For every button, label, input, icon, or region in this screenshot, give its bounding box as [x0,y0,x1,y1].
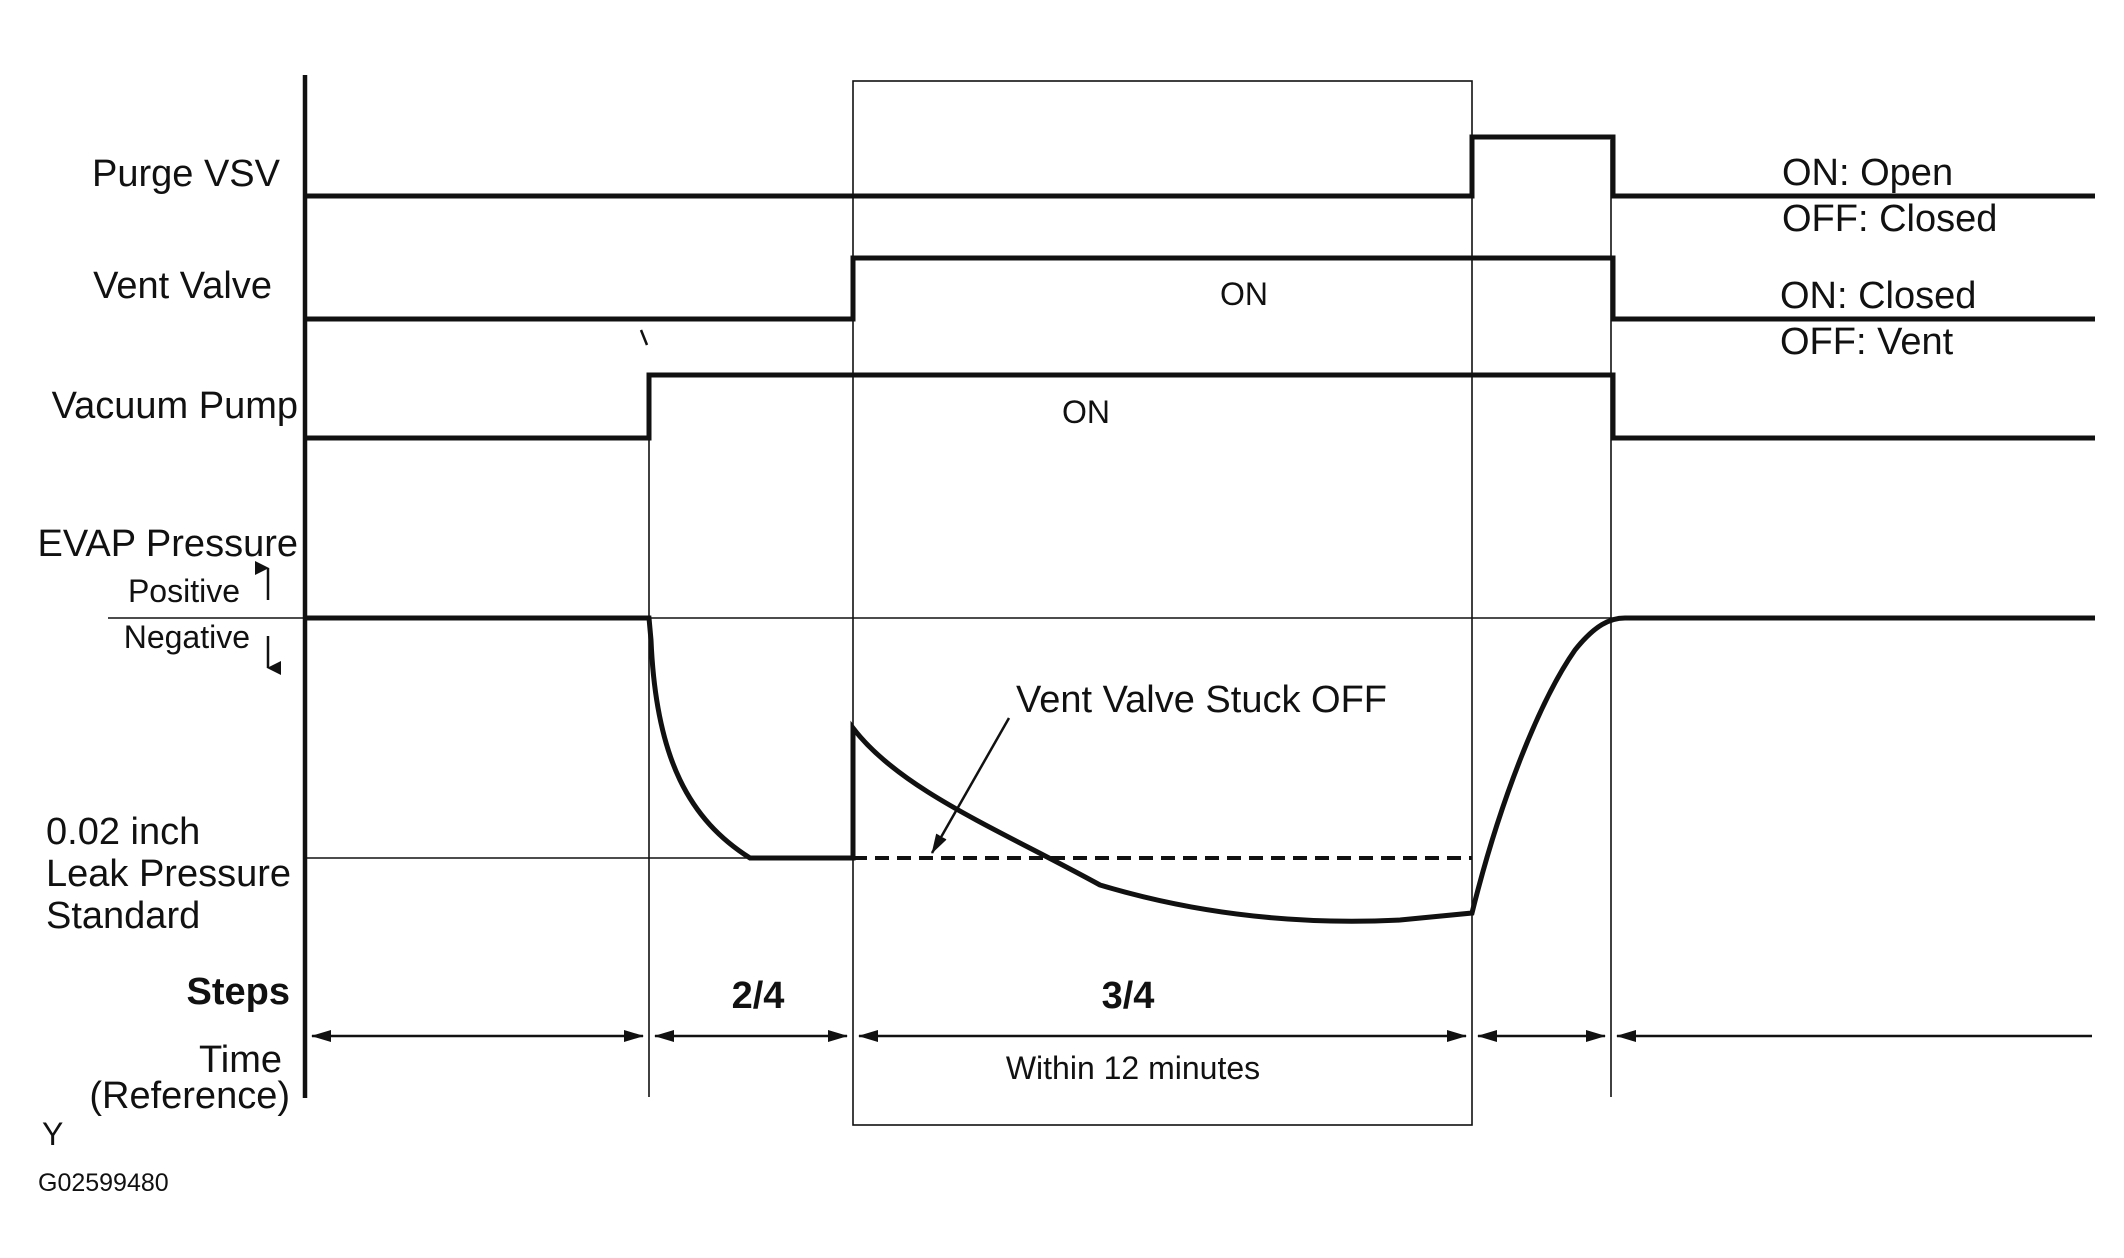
purge-off-note: OFF: Closed [1782,198,1997,240]
leak-standard-label-3: Standard [46,895,200,937]
evap-pressure-curve [305,615,2095,924]
step-3-label: 3/4 [1102,975,1155,1017]
time-reference-label: (Reference) [89,1075,290,1117]
vent-valve-label: Vent Valve [93,265,272,307]
step-3-box [852,80,1473,1126]
time-label: Time [199,1039,282,1081]
vacuum-pump-on-label: ON [1062,394,1110,430]
leak-standard-label-1: 0.02 inch [46,811,200,853]
corner-mark: Y [42,1116,63,1152]
vent-valve-on-label: ON [1220,276,1268,312]
figure-id: G02599480 [38,1169,169,1197]
purge-vsv-signal [305,134,2095,199]
negative-label: Negative [124,619,250,655]
evap-pressure-label: EVAP Pressure [38,523,299,565]
vacuum-pump-signal [305,372,2095,441]
purge-vsv-label: Purge VSV [92,153,281,195]
vacuum-pump-label: Vacuum Pump [52,385,298,427]
vent-off-note: OFF: Vent [1780,321,1954,363]
vent-valve-signal [305,255,2095,322]
leak-standard-label-2: Leak Pressure [46,853,291,895]
step-2-label: 2/4 [732,975,785,1017]
purge-on-note: ON: Open [1782,152,1953,194]
steps-label: Steps [187,971,290,1013]
positive-label: Positive [128,573,240,609]
tick-mark [639,329,649,346]
stuck-off-pointer-arrow [930,717,1011,854]
duration-label: Within 12 minutes [1006,1050,1260,1086]
stuck-off-annotation: Vent Valve Stuck OFF [1016,679,1387,721]
vent-on-note: ON: Closed [1780,275,1976,317]
